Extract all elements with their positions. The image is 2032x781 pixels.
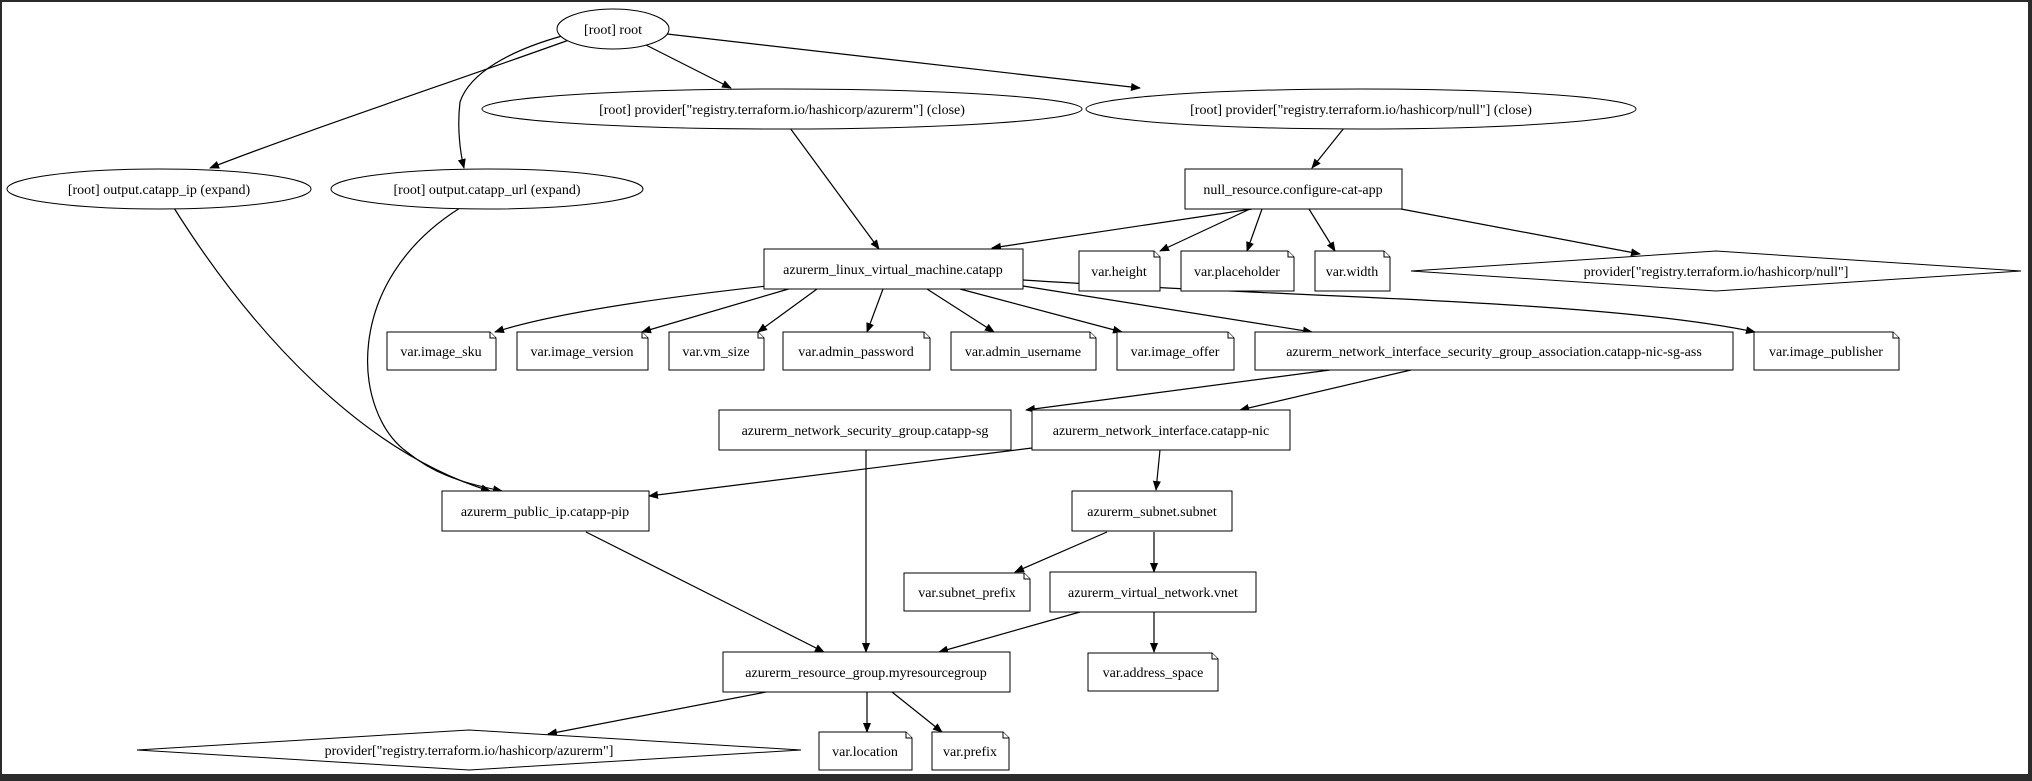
node-label: [root] provider["registry.terraform.io/h… xyxy=(599,103,965,118)
node-label: azurerm_linux_virtual_machine.catapp xyxy=(783,263,1003,278)
edge-root-to-out-url xyxy=(457,35,563,169)
edge-vm-to-var-vm-size xyxy=(757,288,818,333)
edge-vnet-to-rg xyxy=(938,611,1081,654)
node-network-security-group[interactable]: azurerm_network_security_group.catapp-sg xyxy=(718,409,1012,451)
node-var-location[interactable]: var.location xyxy=(818,731,913,771)
edge-vm-to-var-image-sku xyxy=(494,285,768,334)
edge-rg-to-prov-azurerm xyxy=(547,691,767,737)
node-subnet[interactable]: azurerm_subnet.subnet xyxy=(1071,490,1233,532)
node-label: var.prefix xyxy=(943,745,997,760)
node-label: azurerm_network_interface_security_group… xyxy=(1286,345,1702,360)
edge-null-res-to-var-height xyxy=(1159,208,1251,252)
node-label: var.vm_size xyxy=(682,345,749,360)
node-var-image-version[interactable]: var.image_version xyxy=(516,331,649,371)
node-label: var.image_offer xyxy=(1131,345,1220,360)
node-label: [root] output.catapp_url (expand) xyxy=(394,183,581,198)
edge-subnet-to-var-subnet-prefix xyxy=(1014,531,1108,573)
node-label: azurerm_network_interface.catapp-nic xyxy=(1053,424,1270,439)
node-var-image-publisher[interactable]: var.image_publisher xyxy=(1753,331,1900,371)
edge-prov-null-close-to-null-res xyxy=(1311,127,1345,169)
node-label: var.location xyxy=(832,745,898,760)
node-label: azurerm_public_ip.catapp-pip xyxy=(461,505,629,520)
edge-nic-sg-assoc-to-nsg xyxy=(1025,369,1331,413)
node-label: azurerm_network_security_group.catapp-sg xyxy=(742,424,989,439)
edge-out-url-to-pip xyxy=(367,207,503,494)
node-label: var.width xyxy=(1326,265,1379,280)
edge-nic-to-subnet xyxy=(1152,449,1161,491)
node-nic-sg-association[interactable]: azurerm_network_interface_security_group… xyxy=(1254,331,1734,371)
node-label: var.image_version xyxy=(530,345,633,360)
node-label: [root] provider["registry.terraform.io/h… xyxy=(1190,103,1532,118)
graph-nodes: [root] root [root] provider["registry.te… xyxy=(6,8,2022,771)
node-var-height[interactable]: var.height xyxy=(1078,250,1161,292)
node-provider-azurerm-close[interactable]: [root] provider["registry.terraform.io/h… xyxy=(481,88,1083,130)
node-label: azurerm_resource_group.myresourcegroup xyxy=(745,666,986,681)
edge-null-res-to-var-placeholder xyxy=(1246,208,1263,252)
graph-edges xyxy=(173,33,1756,737)
edge-vm-to-var-image-version xyxy=(641,287,793,334)
node-var-admin-password[interactable]: var.admin_password xyxy=(782,331,931,371)
edge-rg-to-var-prefix xyxy=(891,691,943,733)
node-var-prefix[interactable]: var.prefix xyxy=(931,731,1010,771)
edge-vm-to-var-image-offer xyxy=(959,288,1123,334)
node-label: [root] root xyxy=(584,23,642,38)
node-var-image-offer[interactable]: var.image_offer xyxy=(1116,331,1235,371)
node-null-resource-configure-cat-app[interactable]: null_resource.configure-cat-app xyxy=(1184,168,1403,210)
node-resource-group[interactable]: azurerm_resource_group.myresourcegroup xyxy=(722,651,1011,693)
node-label: var.subnet_prefix xyxy=(918,586,1016,601)
edge-null-res-to-prov-null xyxy=(1400,208,1641,257)
edge-vm-to-var-admin-password xyxy=(866,288,884,333)
node-label: var.image_publisher xyxy=(1769,345,1883,360)
node-provider-null-close[interactable]: [root] provider["registry.terraform.io/h… xyxy=(1085,88,1637,130)
node-virtual-network[interactable]: azurerm_virtual_network.vnet xyxy=(1049,571,1257,613)
edge-null-res-to-vm xyxy=(991,208,1253,251)
edge-vm-to-var-admin-username xyxy=(926,288,995,333)
edge-prov-azurerm-close-to-vm xyxy=(789,127,880,250)
edge-null-res-to-var-width xyxy=(1308,208,1336,252)
node-var-placeholder[interactable]: var.placeholder xyxy=(1180,250,1295,292)
edge-vm-to-nic-sg-assoc xyxy=(1022,285,1313,335)
node-public-ip[interactable]: azurerm_public_ip.catapp-pip xyxy=(441,490,650,532)
edge-root-to-prov-null-close xyxy=(666,33,1141,91)
edge-nic-to-pip xyxy=(648,447,1033,499)
node-var-vm-size[interactable]: var.vm_size xyxy=(668,331,765,371)
node-label: var.address_space xyxy=(1103,666,1204,681)
node-label: var.height xyxy=(1091,265,1147,280)
edge-nic-sg-assoc-to-nic xyxy=(1239,369,1412,412)
edge-pip-to-rg xyxy=(585,531,825,653)
node-var-admin-username[interactable]: var.admin_username xyxy=(950,331,1097,371)
edge-root-to-prov-azurerm-close xyxy=(643,43,732,89)
node-label: var.admin_username xyxy=(965,345,1081,360)
node-provider-null[interactable]: provider["registry.terraform.io/hashicor… xyxy=(1410,250,2022,292)
node-label: var.placeholder xyxy=(1194,265,1280,280)
node-var-address-space[interactable]: var.address_space xyxy=(1087,652,1219,692)
node-label: provider["registry.terraform.io/hashicor… xyxy=(325,744,614,759)
node-label: [root] output.catapp_ip (expand) xyxy=(68,183,251,198)
node-label: null_resource.configure-cat-app xyxy=(1203,183,1382,198)
node-var-width[interactable]: var.width xyxy=(1314,250,1391,292)
node-var-subnet-prefix[interactable]: var.subnet_prefix xyxy=(903,572,1031,612)
node-linux-virtual-machine[interactable]: azurerm_linux_virtual_machine.catapp xyxy=(763,248,1024,290)
node-label: var.image_sku xyxy=(400,345,481,360)
node-provider-azurerm[interactable]: provider["registry.terraform.io/hashicor… xyxy=(136,729,802,771)
node-label: azurerm_subnet.subnet xyxy=(1087,505,1217,520)
node-network-interface[interactable]: azurerm_network_interface.catapp-nic xyxy=(1031,409,1291,451)
node-label: provider["registry.terraform.io/hashicor… xyxy=(1584,265,1849,280)
node-label: var.admin_password xyxy=(798,345,913,360)
node-var-image-sku[interactable]: var.image_sku xyxy=(386,331,497,371)
node-label: azurerm_virtual_network.vnet xyxy=(1068,586,1238,601)
node-root[interactable]: [root] root xyxy=(556,8,670,50)
edge-root-to-out-ip xyxy=(209,39,570,169)
node-output-catapp-url[interactable]: [root] output.catapp_url (expand) xyxy=(330,168,644,210)
node-output-catapp-ip[interactable]: [root] output.catapp_ip (expand) xyxy=(6,168,312,210)
edge-out-ip-to-pip xyxy=(173,207,491,493)
